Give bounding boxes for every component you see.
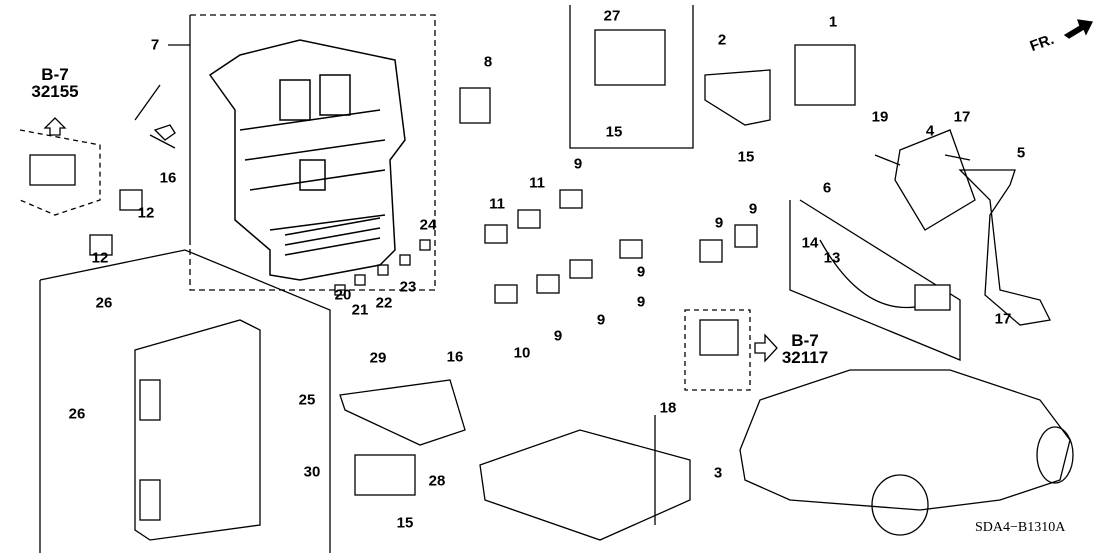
part-callout[interactable]: 26 [95,294,113,312]
part-callout[interactable]: 15 [396,514,414,532]
part-callout[interactable]: 10 [513,344,531,362]
part-callout[interactable]: 12 [91,249,109,267]
part-callout[interactable]: 25 [298,391,316,409]
part-callout[interactable]: 27 [603,7,621,25]
part-callout[interactable]: 29 [369,349,387,367]
part-callout[interactable]: 9 [636,263,646,281]
control-module-25 [134,319,261,541]
connector-b7-32155 [29,154,76,186]
part-callout[interactable]: 9 [748,200,758,218]
part-callout[interactable]: 23 [399,278,417,296]
part-callout[interactable]: 17 [953,108,971,126]
part-callout[interactable]: 13 [823,249,841,267]
reference-right-number: 32117 [781,348,829,367]
part-callout[interactable]: 9 [553,327,563,345]
relay-27 [594,29,666,86]
fuse-relay-box [208,39,406,281]
part-callout[interactable]: 7 [150,36,160,54]
fuse-box-frame [189,14,436,291]
part-callout[interactable]: 6 [822,179,832,197]
arrow-right-icon [754,333,778,363]
part-callout[interactable]: 28 [428,472,446,490]
part-callout[interactable]: 11 [529,174,545,192]
part-callout[interactable]: 30 [303,463,321,481]
diagram-code: SDA4−B1310A [975,520,1066,535]
relays [484,189,758,304]
part-callout[interactable]: 3 [713,464,723,482]
reference-right-section: B-7 [791,331,819,350]
part-callout[interactable]: 24 [419,216,437,234]
part-callout[interactable]: 2 [717,31,727,49]
reference-left-number: 32155 [31,82,79,101]
part-callout[interactable]: 15 [605,123,623,141]
part-callout[interactable]: 5 [1016,144,1026,162]
part-callout[interactable]: 19 [871,108,889,126]
ecu-3 [479,429,691,541]
vehicle-outline [739,369,1071,511]
unit-28 [354,454,416,496]
part-callout[interactable]: 15 [737,148,755,166]
part-callout[interactable]: 1 [828,13,838,31]
part-callout[interactable]: 9 [596,311,606,329]
part-callout[interactable]: 14 [801,234,819,252]
part-callout[interactable]: 21 [351,301,369,319]
part-callout[interactable]: 12 [137,204,155,222]
part-callout[interactable]: 18 [659,399,677,417]
control-unit-1 [794,44,856,106]
part-callout[interactable]: 17 [994,310,1012,328]
reference-left-section: B-7 [41,65,69,84]
part-callout[interactable]: 26 [68,405,86,423]
part-callout[interactable]: 9 [636,293,646,311]
part-callout[interactable]: 16 [159,169,177,187]
part-callout[interactable]: 20 [334,286,352,304]
part-callout[interactable]: 16 [446,348,464,366]
arrow-up-icon [43,117,67,136]
part-callout[interactable]: 4 [925,122,935,140]
part-callout[interactable]: 8 [483,53,493,71]
part-callout[interactable]: 9 [573,155,583,173]
reference-right[interactable]: B-7 32117 [782,332,828,366]
part-callout[interactable]: 11 [489,195,505,213]
part-callout[interactable]: 22 [375,294,393,312]
part-callout[interactable]: 9 [714,214,724,232]
reference-left[interactable]: B-7 32155 [31,66,78,100]
front-arrow-icon [1063,19,1093,39]
